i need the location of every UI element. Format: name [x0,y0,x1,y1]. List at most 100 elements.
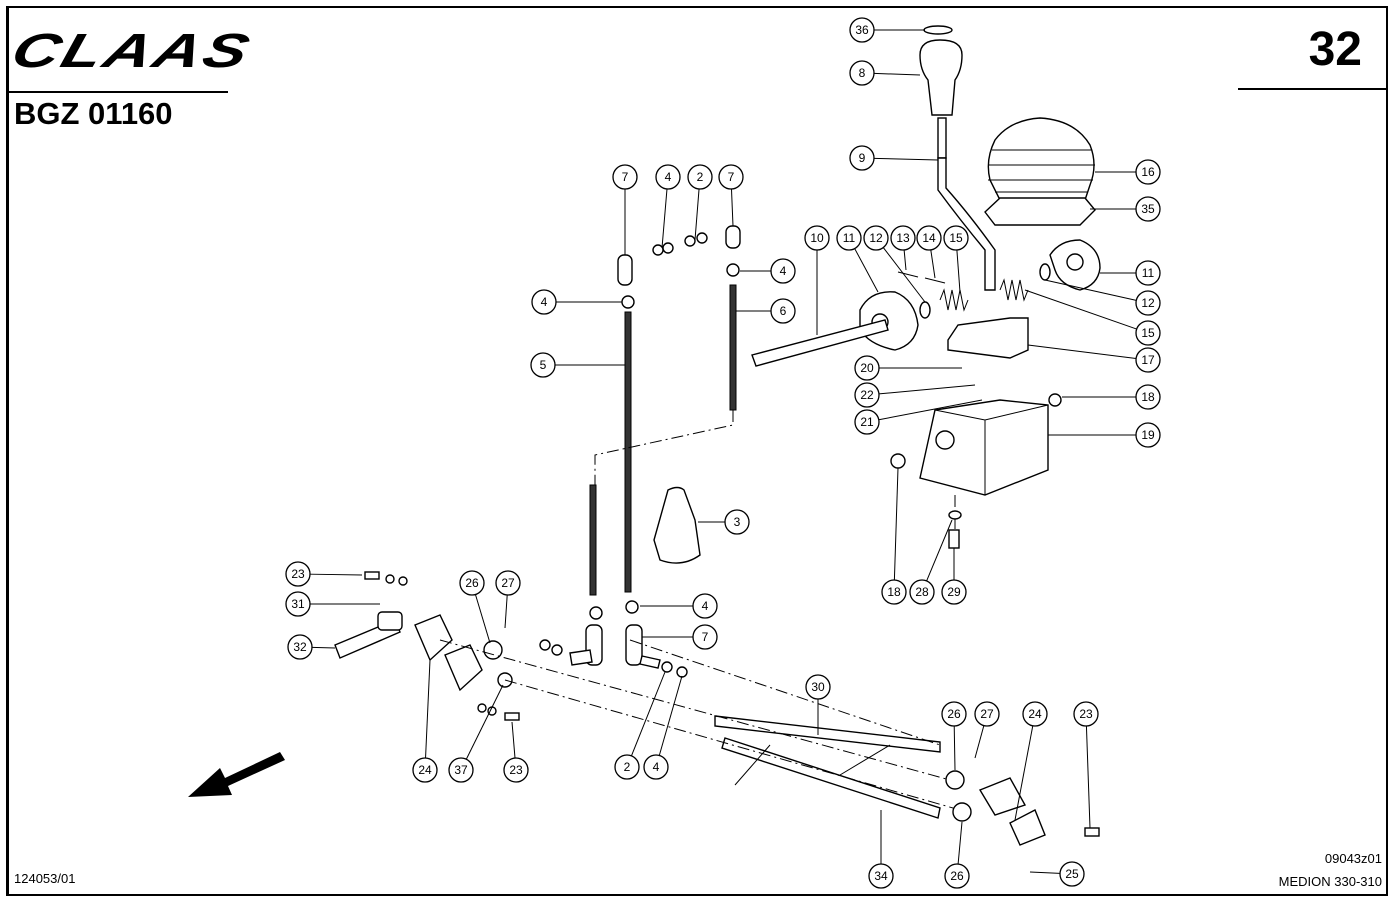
leader-line [873,157,939,161]
callout-label: 30 [811,680,825,694]
part-rubber-boot [653,486,701,564]
part-lever-top [937,117,947,159]
callout-label: 26 [465,576,479,590]
callout-label: 7 [622,170,629,184]
leader-line [730,188,734,227]
part-gate [947,317,1029,359]
leader-line [1014,725,1034,821]
callout-11: 11 [1100,260,1161,286]
callout-31: 31 [285,591,380,617]
callout-14: 14 [916,225,942,279]
leader-line [311,646,336,649]
callout-23: 23 [285,561,363,587]
callout-6: 6 [736,298,796,324]
callout-label: 5 [540,358,547,372]
callout-32: 32 [287,634,336,660]
callout-label: 2 [697,170,704,184]
callout-27: 27 [495,570,521,629]
callout-36: 36 [849,17,925,43]
leader-line [878,384,976,395]
callout-8: 8 [849,60,921,86]
leader-line [504,594,508,629]
part-housing-left [859,291,919,351]
callout-4: 4 [531,289,622,315]
callout-label: 29 [947,585,961,599]
callout-34: 34 [868,810,894,889]
callout-label: 18 [1141,390,1155,404]
leader-line [511,721,516,759]
leader-line [974,725,985,759]
callout-label: 37 [454,763,468,777]
callout-label: 7 [702,630,709,644]
document-code: BGZ 01160 [14,96,173,131]
leader-line [878,399,983,421]
part-rod-6 [729,284,737,411]
callout-label: 25 [1065,867,1079,881]
part-boot-frame [984,197,1096,226]
callout-label: 23 [509,763,523,777]
leader-line [474,594,491,644]
callout-27: 27 [974,701,1000,759]
callout-25: 25 [1029,861,1085,887]
callout-label: 23 [291,567,305,581]
callout-label: 32 [293,640,307,654]
callout-26: 26 [459,570,491,644]
machine-model: MEDION 330-310 [1278,874,1382,889]
leader-line [1027,344,1137,360]
callout-4: 4 [655,164,681,249]
leader-line [309,573,363,576]
leader-line [957,821,963,865]
callout-4: 4 [740,258,796,284]
leader-line [1044,279,1137,301]
leader-line [882,247,926,303]
callout-label: 11 [843,231,856,245]
callout-label: 28 [915,585,929,599]
callout-label: 10 [810,231,824,245]
callout-label: 15 [949,231,963,245]
callout-2: 2 [687,164,713,241]
callout-label: 36 [855,23,869,37]
callout-label: 12 [869,231,883,245]
part-ring [923,25,953,35]
part-lever [937,157,996,291]
callout-label: 4 [653,760,660,774]
callout-19: 19 [1048,422,1161,448]
callout-15: 15 [1024,289,1161,346]
callout-21: 21 [854,399,983,435]
callout-label: 24 [418,763,432,777]
callout-label: 4 [702,599,709,613]
callout-15: 15 [943,225,969,293]
callout-37: 37 [448,684,504,783]
callout-13: 13 [890,225,916,271]
callout-label: 12 [1141,296,1155,310]
part-knob [919,39,963,116]
callout-5: 5 [530,352,625,378]
callout-label: 4 [665,170,672,184]
callout-label: 27 [980,707,994,721]
callout-label: 21 [860,415,874,429]
callout-label: 23 [1079,707,1093,721]
callout-label: 18 [887,585,901,599]
leader-line [930,249,936,279]
callout-label: 35 [1141,202,1155,216]
callout-18: 18 [881,467,907,605]
figure-code: 09043z01 [1324,851,1382,866]
leader-line [953,725,956,771]
callout-22: 22 [854,382,976,408]
parts-artwork [334,25,1101,846]
part-cross-shaft-34 [721,737,941,819]
leader-line [956,249,961,293]
callout-label: 22 [860,388,874,402]
callout-label: 31 [291,597,305,611]
callout-label: 17 [1141,353,1155,367]
callout-28: 28 [909,519,953,605]
callout-24: 24 [1014,701,1048,821]
part-boot [987,117,1095,201]
callout-26: 26 [941,701,967,771]
callout-23: 23 [1073,701,1099,829]
drawing-frame [6,6,1388,896]
callout-label: 19 [1141,428,1155,442]
leader-line [893,467,899,581]
